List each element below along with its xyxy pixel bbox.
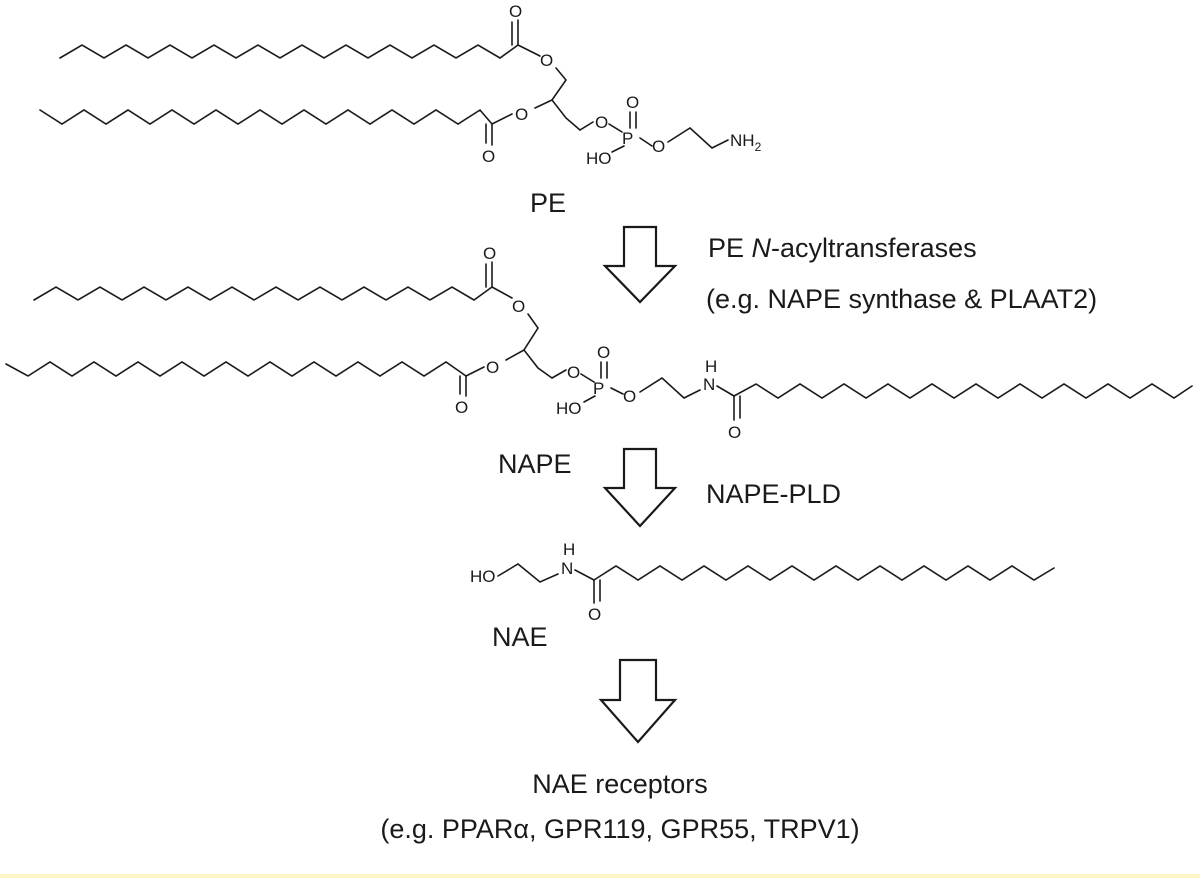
- nape-carbonyl-2-oxygen: O: [455, 398, 468, 417]
- reaction-arrow-2: [602, 447, 678, 528]
- pe-ester-2-bond: [491, 113, 513, 125]
- nape-n-acyl-chain: [733, 383, 1193, 399]
- nape-acyl-chain-2: [5, 361, 467, 377]
- nape-label: NAPE: [498, 449, 572, 479]
- pe-phosphorus: P: [622, 129, 633, 148]
- nape-ester-2-bond: [465, 366, 485, 377]
- nape-phosphate-oxygen: O: [623, 387, 636, 406]
- pe-phosphate-ester-oxygen: O: [595, 113, 608, 132]
- nape-p-oh-bond: [583, 395, 596, 403]
- nae-hydroxyl: HO: [470, 567, 496, 586]
- nae-ethanol: [497, 563, 559, 583]
- nape-amide-nitrogen: N: [703, 375, 715, 394]
- step-2-enzyme: NAPE-PLD: [706, 479, 842, 509]
- pe-carbonyl-2-oxygen: O: [482, 147, 495, 166]
- nape-n-c-bond: [716, 385, 735, 397]
- pe-ester-1-bond: [517, 44, 541, 57]
- nape-glycerol: [523, 313, 553, 379]
- pe-amine: NH2: [730, 131, 762, 154]
- pe-ester-2-oxygen: O: [515, 105, 528, 124]
- step-1-enzyme: PE N-acyltransferases: [708, 231, 977, 265]
- nape-phosphate-link: [551, 369, 567, 379]
- pe-p-oh-bond: [611, 145, 625, 153]
- step-1-enzyme-suffix: -acyltransferases: [771, 233, 977, 263]
- nae-acyl-chain: [593, 565, 1055, 581]
- nape-carbonyl-1-oxygen: O: [483, 244, 496, 263]
- nape-ester-1-bond: [491, 286, 513, 299]
- pe-ethanolamine: [667, 126, 729, 149]
- pe-ester-1-oxygen: O: [540, 51, 553, 70]
- nape-p-o-bond: [610, 387, 624, 395]
- nae-n-c-bond: [574, 569, 595, 581]
- receptors-title: NAE receptors: [532, 769, 708, 799]
- pe-structure: O O O O O P O HO O NH2: [39, 2, 762, 168]
- nape-phosphorus: P: [593, 379, 604, 398]
- nae-amide-nitrogen: N: [561, 559, 573, 578]
- nape-amide-hydrogen: H: [705, 357, 717, 376]
- nape-phosphate-hydroxyl: HO: [556, 399, 582, 418]
- nape-ester-2-link: [505, 349, 525, 361]
- nae-amide-hydrogen: H: [563, 540, 575, 559]
- nape-o-p-bond: [580, 373, 595, 383]
- nape-amide-oxygen: O: [728, 423, 741, 442]
- nape-ester-2-oxygen: O: [486, 358, 499, 377]
- pe-label: PE: [530, 188, 567, 218]
- pe-p-o-bond: [639, 137, 653, 147]
- pe-phosphoryl-oxygen: O: [626, 93, 639, 112]
- nae-structure: HO N H O: [470, 540, 1055, 624]
- step-1-enzyme-italic: N: [751, 233, 772, 263]
- nape-phosphoryl-oxygen: O: [597, 343, 610, 362]
- step-1-example: (e.g. NAPE synthase & PLAAT2): [706, 284, 1098, 314]
- pe-acyl-chain-1: [59, 44, 519, 59]
- pe-carbonyl-1-oxygen: O: [509, 2, 522, 21]
- nape-structure: O O O O O P O HO O N H: [5, 244, 1193, 442]
- nape-ester-1-oxygen: O: [512, 297, 525, 316]
- nae-carbonyl-oxygen: O: [588, 605, 601, 624]
- pe-phosphate-oxygen: O: [652, 137, 665, 156]
- pe-phosphate-hydroxyl: HO: [586, 149, 612, 168]
- pe-phosphate-link: [579, 121, 594, 131]
- nae-label: NAE: [492, 622, 548, 652]
- pe-glycerol: [551, 67, 581, 131]
- reaction-arrow-3: [598, 658, 678, 744]
- pe-ester-2-link: [534, 99, 553, 109]
- receptors-example: (e.g. PPARα, GPR119, GPR55, TRPV1): [380, 814, 860, 844]
- pe-o-p-bond: [608, 123, 623, 133]
- pe-acyl-chain-2: [39, 108, 493, 125]
- nape-ethanolamine: [639, 376, 701, 399]
- nape-acyl-chain-1: [33, 286, 493, 301]
- reaction-arrow-1: [602, 225, 678, 304]
- step-1-enzyme-prefix: PE: [708, 233, 752, 263]
- nape-phosphate-ester-oxygen: O: [567, 363, 580, 382]
